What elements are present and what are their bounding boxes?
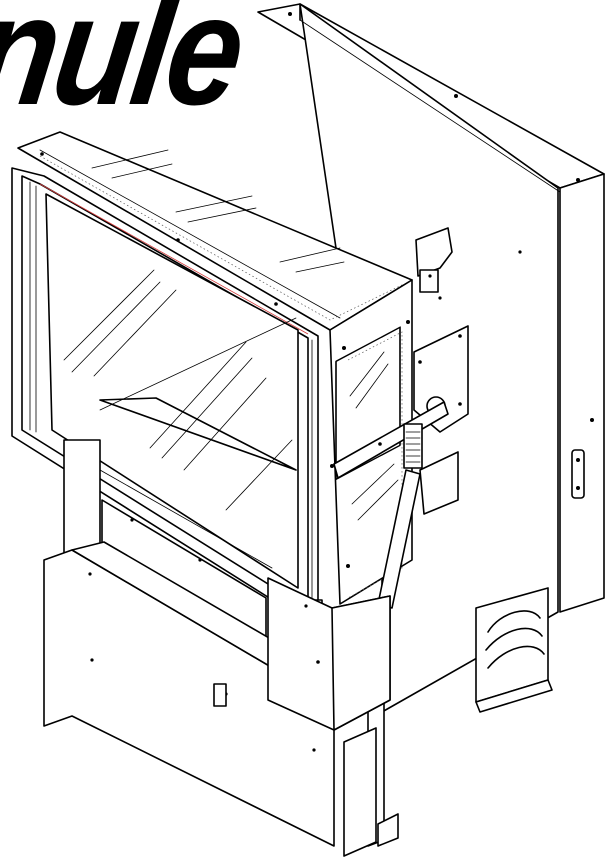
firebox-side-panel xyxy=(329,279,413,605)
door-lever-assembly xyxy=(333,227,469,609)
door-frame xyxy=(11,167,323,629)
lower-outlet xyxy=(475,587,553,713)
base-pedestal xyxy=(43,439,399,857)
door-glass xyxy=(63,269,297,511)
